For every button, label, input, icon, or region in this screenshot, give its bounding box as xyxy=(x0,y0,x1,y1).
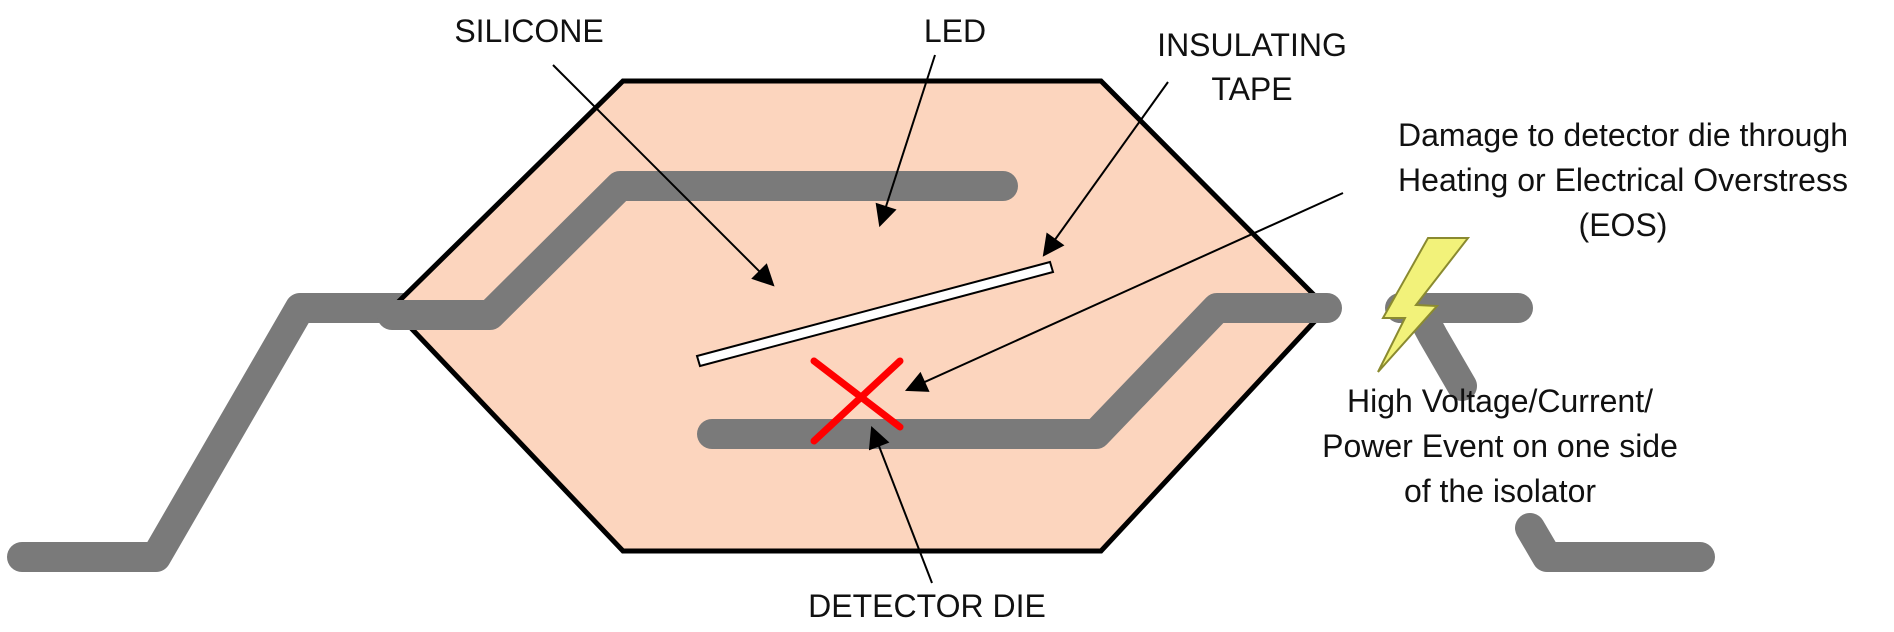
damage-label-line2: Heating or Electrical Overstress xyxy=(1398,162,1848,198)
detector-leader xyxy=(868,425,933,584)
insulating-tape xyxy=(695,260,1055,368)
silicone-label: SILICONE xyxy=(454,13,603,49)
left-lead-outer xyxy=(7,293,435,572)
damage-label-line1: Damage to detector die through xyxy=(1398,117,1848,153)
event-label-line2: Power Event on one side xyxy=(1322,428,1678,464)
damage-leader xyxy=(904,192,1344,392)
detector-die-label: DETECTOR DIE xyxy=(808,588,1046,624)
red-x-icon xyxy=(810,357,904,445)
led-label: LED xyxy=(924,13,986,49)
right-lead-lower xyxy=(1515,513,1715,572)
lightning-bolt-icon xyxy=(1377,237,1471,373)
insulating-tape-label-line1: INSULATING xyxy=(1157,27,1347,63)
event-label-line1: High Voltage/Current/ xyxy=(1347,383,1653,419)
damage-label-line3: (EOS) xyxy=(1579,207,1668,243)
led-lead-frame xyxy=(377,171,1018,330)
insulating-tape-label-line2: TAPE xyxy=(1211,71,1292,107)
tape-leader xyxy=(1042,81,1169,257)
led-leader xyxy=(875,54,936,228)
silicone-leader xyxy=(552,64,775,287)
detector-lead-frame xyxy=(697,293,1342,449)
event-label-line3: of the isolator xyxy=(1404,473,1596,509)
